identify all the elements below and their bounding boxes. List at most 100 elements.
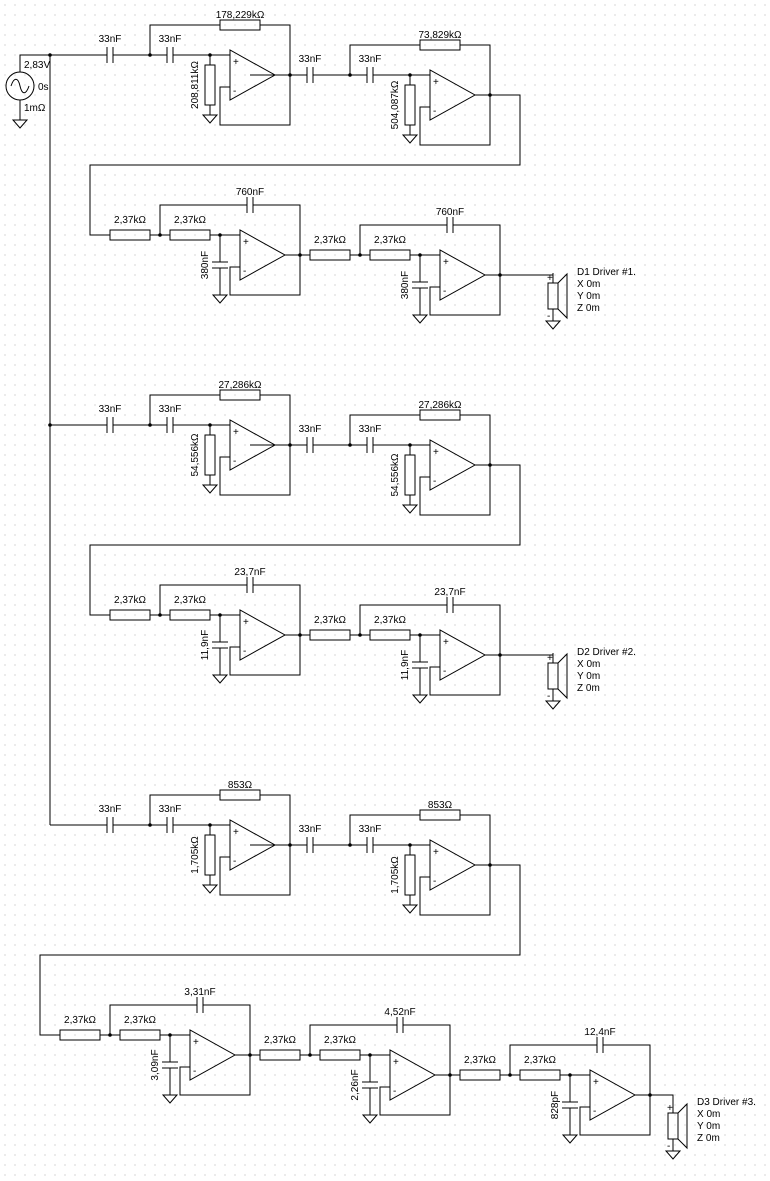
branch2-hp1-ground-resistor xyxy=(204,434,216,476)
branch2-lp1-cg-label: 11,9nF xyxy=(200,630,211,660)
plus-sign: + xyxy=(243,237,249,248)
wire xyxy=(419,95,491,146)
branch3-lp1-r1-label: 2,37kΩ xyxy=(64,1015,96,1026)
plus-sign: + xyxy=(233,427,239,438)
ground-icon xyxy=(201,884,219,894)
wire xyxy=(219,445,291,496)
branch2-lp1-r1-label: 2,37kΩ xyxy=(114,595,146,606)
wire xyxy=(419,465,491,516)
branch2-driver-y: Y 0m xyxy=(577,671,600,682)
branch1-hp2-capacitor-1 xyxy=(306,67,314,83)
source-delay-label: 0s xyxy=(38,82,49,93)
voltage-source xyxy=(5,71,35,101)
plus-sign: + xyxy=(233,827,239,838)
wire xyxy=(429,275,501,316)
branch1-driver-z: Z 0m xyxy=(577,303,600,314)
branch2-hp2-cap2-label: 33nF xyxy=(359,424,382,435)
branch1-lp1-cfb-label: 760nF xyxy=(236,187,264,198)
branch3-hp1-ground-resistor xyxy=(204,834,216,876)
ground-icon xyxy=(544,700,562,710)
minus-sign: - xyxy=(547,691,550,702)
branch2-hp1-rg-label: 54,556kΩ xyxy=(190,433,201,477)
wire xyxy=(349,44,400,75)
branch1-lp2-opamp xyxy=(439,249,487,301)
branch3-lp2-cfb-label: 4,52nF xyxy=(384,1007,415,1018)
branch3-lp2-resistor-2 xyxy=(319,1049,361,1061)
branch2-hp2-capacitor-2 xyxy=(366,437,374,453)
wire xyxy=(480,814,491,865)
branch2-hp1-cap1-label: 33nF xyxy=(99,404,122,415)
branch2-lp2-r2-label: 2,37kΩ xyxy=(374,615,406,626)
branch3-hp1-capacitor-2 xyxy=(166,817,174,833)
branch3-lp2-r2-label: 2,37kΩ xyxy=(324,1035,356,1046)
branch2-lp2-ground-capacitor xyxy=(412,661,428,669)
branch2-lp2-resistor-1 xyxy=(309,629,351,641)
branch3-driver-x: X 0m xyxy=(697,1109,720,1120)
branch3-hp2-opamp xyxy=(429,839,477,891)
minus-sign: - xyxy=(233,856,236,867)
branch3-lp1-cfb-label: 3,31nF xyxy=(184,987,215,998)
branch1-hp2-cap1-label: 33nF xyxy=(299,54,322,65)
branch3-lp1-resistor-2 xyxy=(119,1029,161,1041)
wire xyxy=(159,584,230,615)
ground-icon xyxy=(161,1094,179,1104)
branch2-hp2-ground-resistor xyxy=(404,454,416,496)
branch3-lp3-r1-label: 2,37kΩ xyxy=(464,1055,496,1066)
branch3-lp2-r1-label: 2,37kΩ xyxy=(264,1035,296,1046)
branch2-hp1-rfb-label: 27,286kΩ xyxy=(218,380,262,391)
wire xyxy=(470,604,501,655)
ground-icon xyxy=(211,294,229,304)
branch3-hp1-rg-label: 1,705kΩ xyxy=(190,836,201,874)
ground-icon xyxy=(11,119,29,129)
wire xyxy=(280,24,291,75)
minus-sign: - xyxy=(393,1086,396,1097)
wire xyxy=(620,1044,651,1095)
plus-sign: + xyxy=(547,273,553,284)
branch3-driver-speaker-icon xyxy=(667,1102,688,1150)
branch1-lp1-opamp xyxy=(239,229,287,281)
branch1-driver-x: X 0m xyxy=(577,279,600,290)
branch1-lp1-cg-label: 380nF xyxy=(200,251,211,279)
minus-sign: - xyxy=(193,1066,196,1077)
plus-sign: + xyxy=(193,1037,199,1048)
branch1-lp1-ground-capacitor xyxy=(212,261,228,269)
wire xyxy=(470,224,501,275)
branch1-hp1-capacitor-1 xyxy=(106,47,114,63)
wire xyxy=(280,794,291,845)
wire xyxy=(179,1055,251,1096)
wire xyxy=(309,1024,380,1055)
minus-sign: - xyxy=(243,266,246,277)
wire xyxy=(219,75,291,126)
branch2-driver-name: D2 Driver #2. xyxy=(577,647,636,658)
wire xyxy=(349,414,400,445)
branch3-driver-z: Z 0m xyxy=(697,1133,720,1144)
wire xyxy=(650,1094,674,1103)
minus-sign: - xyxy=(233,456,236,467)
source-amplitude-label: 2,83V xyxy=(24,60,50,71)
wire xyxy=(149,794,200,825)
ground-icon xyxy=(561,1134,579,1144)
branch2-hp2-rg-label: 54,556kΩ xyxy=(390,453,401,497)
minus-sign: - xyxy=(433,876,436,887)
minus-sign: - xyxy=(433,106,436,117)
ground-icon xyxy=(361,1114,379,1124)
branch1-driver-name: D1 Driver #1. xyxy=(577,267,636,278)
branch3-hp2-rg-label: 1,705kΩ xyxy=(390,856,401,894)
branch3-lp1-feedback-capacitor xyxy=(196,997,204,1013)
branch1-lp1-feedback-capacitor xyxy=(246,197,254,213)
wire xyxy=(270,584,301,635)
branch1-hp2-feedback-resistor xyxy=(419,39,461,51)
branch1-driver-speaker-icon xyxy=(547,272,568,320)
minus-sign: - xyxy=(243,646,246,657)
branch1-hp2-cap2-label: 33nF xyxy=(359,54,382,65)
plus-sign: + xyxy=(547,653,553,664)
branch2-lp2-r1-label: 2,37kΩ xyxy=(314,615,346,626)
branch3-lp3-resistor-2 xyxy=(519,1069,561,1081)
plus-sign: + xyxy=(667,1103,673,1114)
branch1-lp2-r2-label: 2,37kΩ xyxy=(374,235,406,246)
wire xyxy=(379,1075,451,1116)
minus-sign: - xyxy=(593,1106,596,1117)
branch3-hp1-feedback-resistor xyxy=(219,789,261,801)
ground-icon xyxy=(401,904,419,914)
